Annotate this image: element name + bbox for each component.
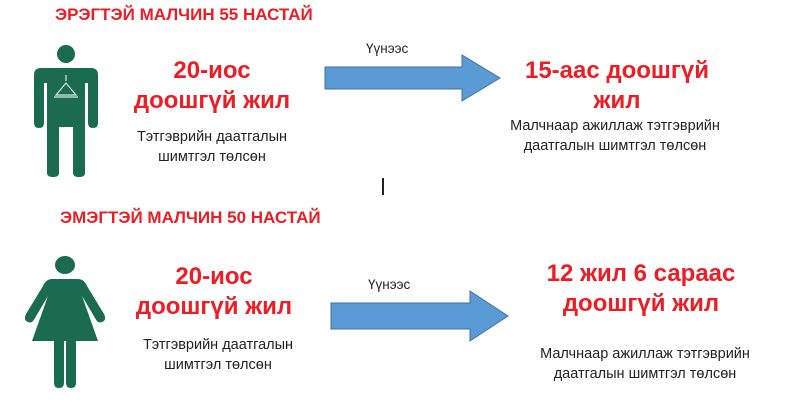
description-line: Малчнаар ажиллаж тэтгэврийн: [510, 118, 720, 134]
requirement-line: 20-иос: [173, 57, 251, 84]
female-left-description: Тэтгэврийн даатгалын шимтгэл төлсөн: [143, 335, 293, 375]
male-left-requirement: 20-иос доошгүй жил: [134, 56, 290, 116]
female-right-description: Малчнаар ажиллаж тэтгэврийн даатгалын ши…: [540, 344, 750, 384]
requirement-line: доошгүй жил: [133, 87, 291, 114]
female-right-arrow-icon: [330, 290, 509, 342]
male-right-description: Малчнаар ажиллаж тэтгэврийн даатгалын ши…: [510, 116, 720, 156]
female-figure-icon: [24, 256, 106, 388]
male-right-arrow-icon: [324, 54, 501, 102]
male-right-requirement: 15-аас доошгүй жил: [525, 56, 709, 116]
emblem-icon: [54, 75, 78, 98]
female-left-requirement: 20-иос доошгүй жил: [136, 262, 292, 322]
female-section-title: ЭМЭГТЭЙ МАЛЧИН 50 НАСТАЙ: [60, 208, 321, 227]
male-arrow-label: Үүнээс: [366, 41, 409, 56]
description-line: Тэтгэврийн даатгалын: [142, 337, 294, 353]
male-figure-icon: [34, 45, 98, 177]
description-line: даатгалын шимтгэл төлсөн: [523, 138, 707, 154]
requirement-line: жил: [593, 87, 641, 114]
female-right-requirement: 12 жил 6 сараас доошгүй жил: [547, 259, 736, 319]
divider-line: [382, 178, 384, 195]
male-left-description: Тэтгэврийн даатгалын шимтгэл төлсөн: [137, 127, 287, 167]
requirement-line: доошгүй жил: [135, 293, 293, 320]
description-line: шимтгэл төлсөн: [158, 149, 266, 165]
description-line: Малчнаар ажиллаж тэтгэврийн: [540, 346, 750, 362]
requirement-line: 12 жил 6 сараас: [546, 260, 736, 287]
requirement-line: 15-аас доошгүй: [524, 57, 710, 84]
requirement-line: 20-иос: [175, 263, 253, 290]
male-section-title: ЭРЭГТЭЙ МАЛЧИН 55 НАСТАЙ: [55, 5, 313, 24]
description-line: шимтгэл төлсөн: [164, 357, 272, 373]
description-line: Тэтгэврийн даатгалын: [136, 129, 288, 145]
female-arrow-label: Үүнээс: [368, 277, 411, 292]
description-line: даатгалын шимтгэл төлсөн: [553, 366, 737, 382]
requirement-line: доошгүй жил: [562, 290, 720, 317]
